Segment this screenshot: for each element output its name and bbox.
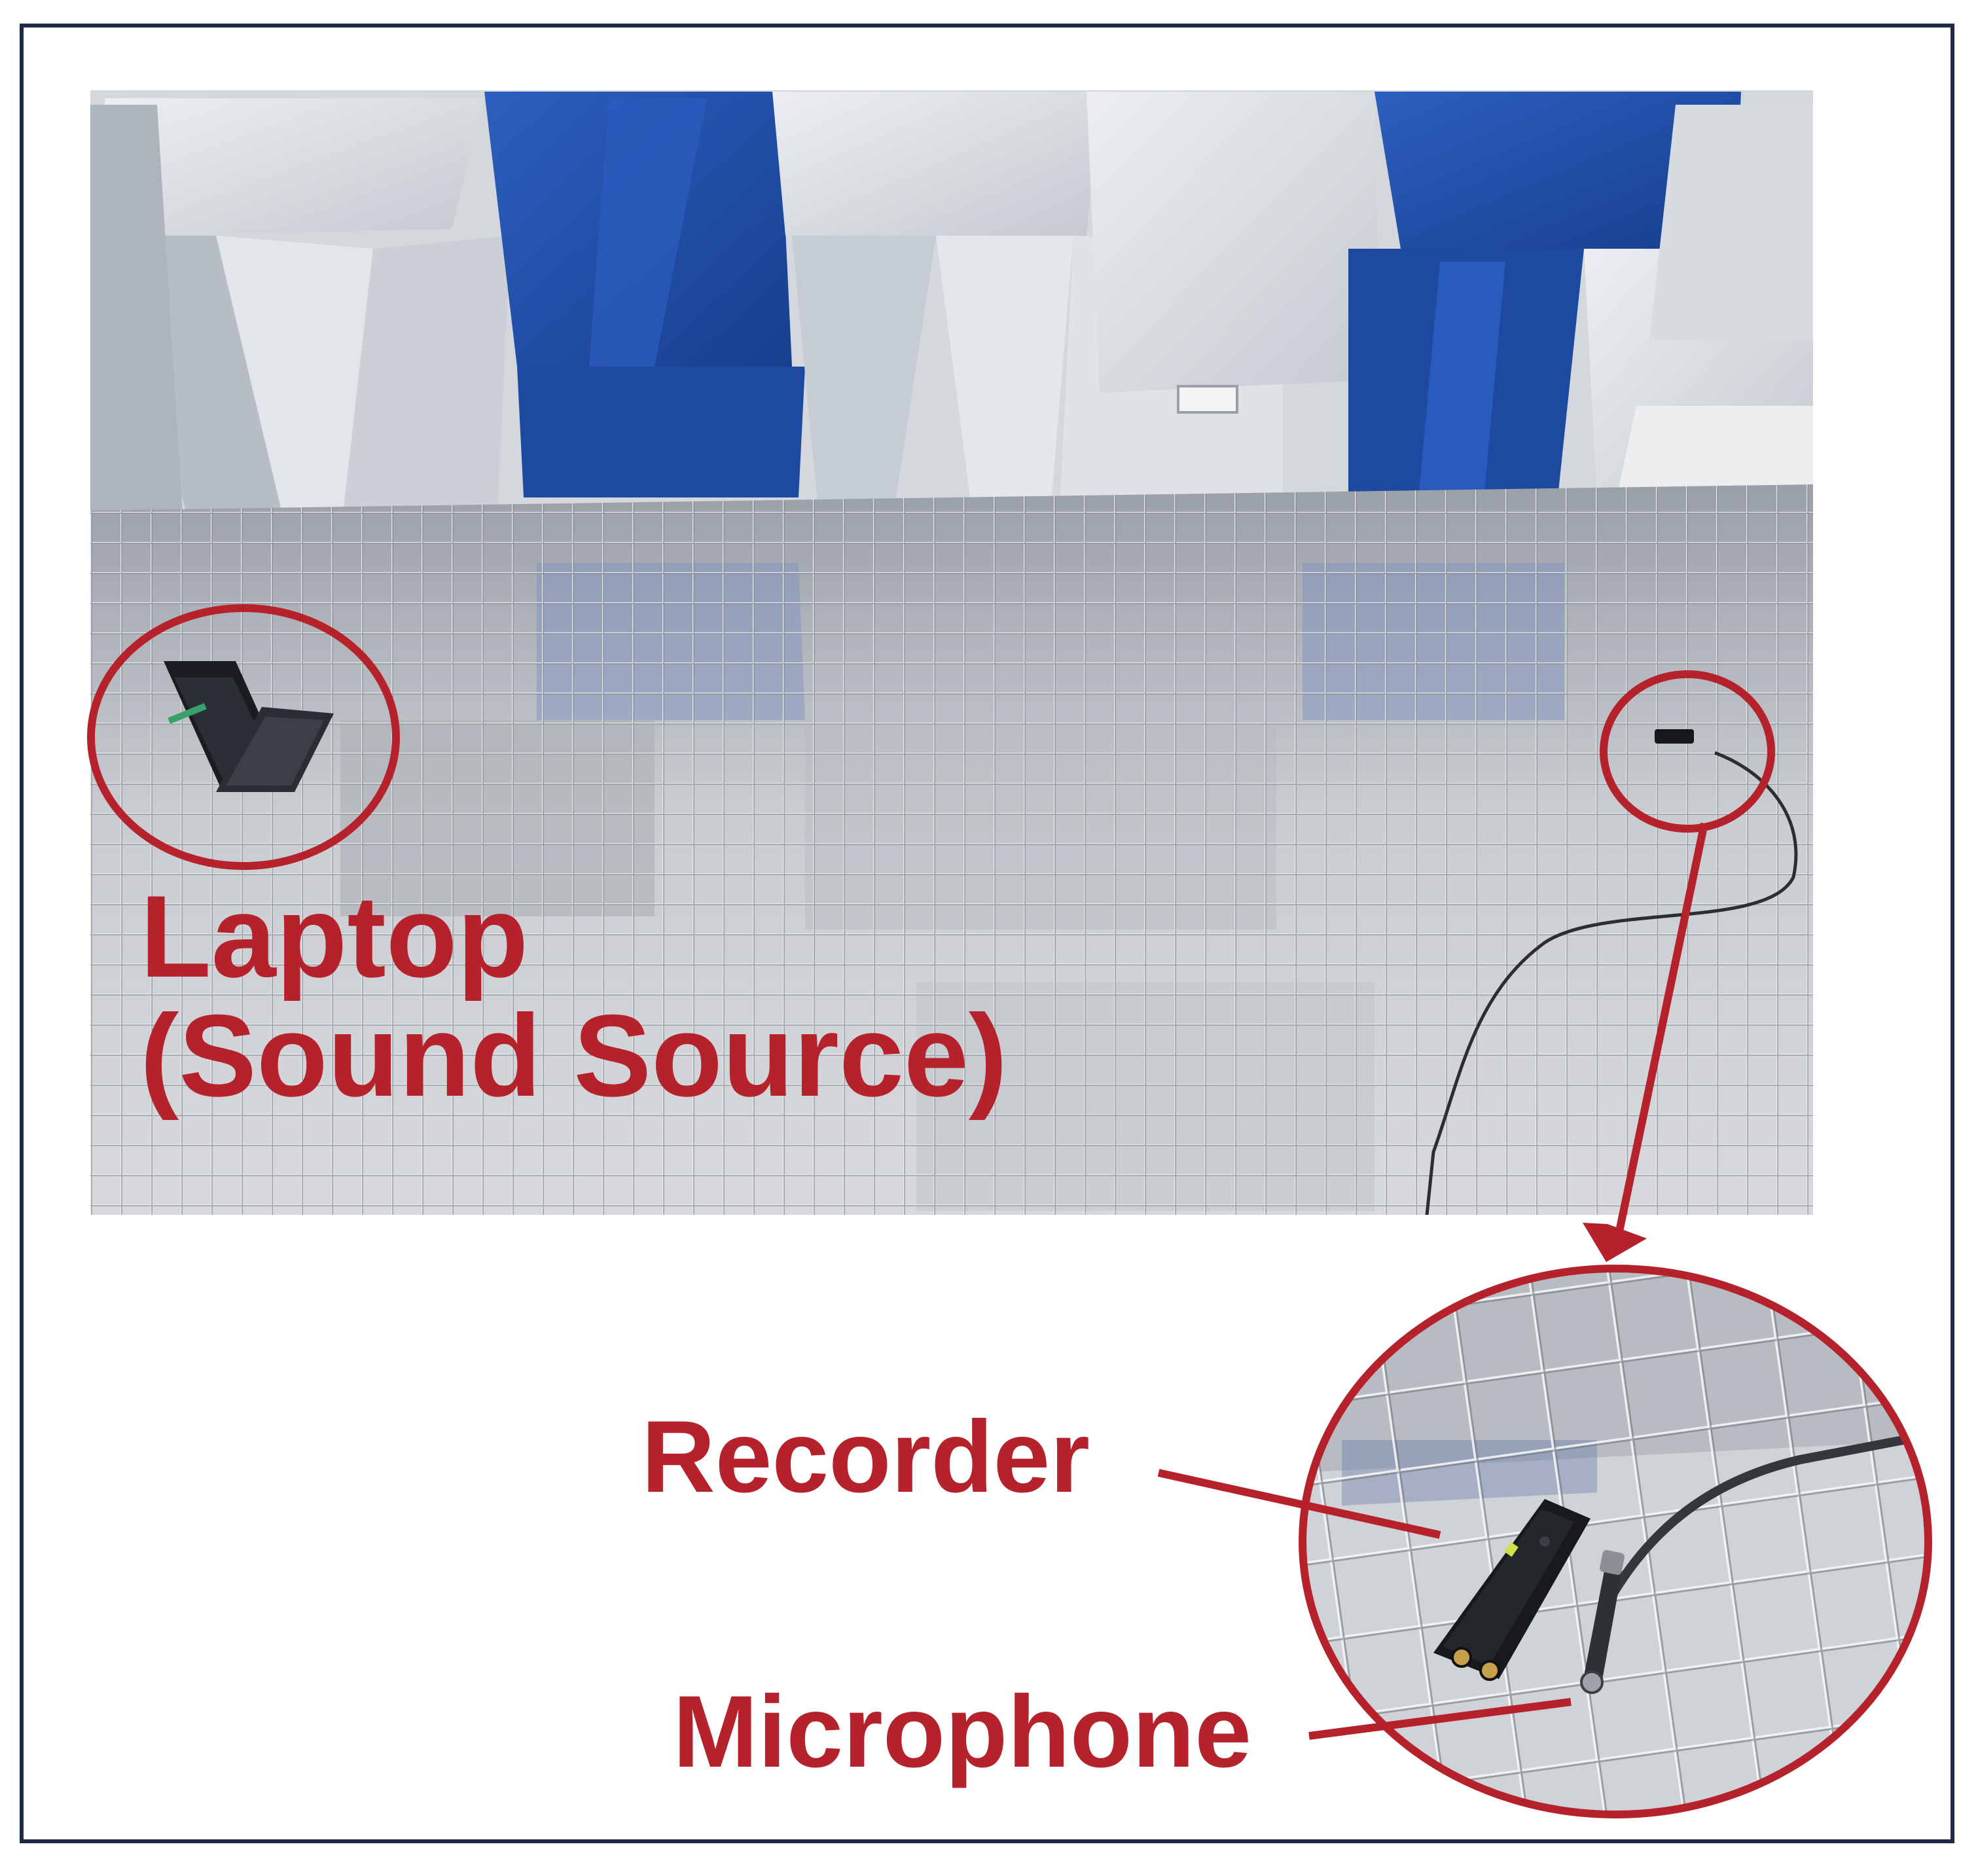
laptop-callout-circle [87, 604, 400, 870]
zoom-pointer-arrowhead [1583, 1223, 1647, 1262]
recorder-label: Recorder [641, 1400, 1090, 1514]
wire-mesh-floor [90, 484, 1813, 1215]
microphone-leader-line [1308, 1698, 1572, 1740]
chamber-photo [90, 90, 1813, 1215]
laptop-label: Laptop (Sound Source) [140, 877, 1007, 1115]
recorder-callout-circle [1600, 670, 1775, 833]
zoom-pointer-line [1613, 822, 1708, 1245]
laptop-label-line1: Laptop [140, 871, 529, 1001]
wedge-absorber-wall [90, 90, 1813, 569]
recorder-zoom-icon [1433, 1499, 1591, 1681]
zoom-inset-circle [1299, 1265, 1932, 1818]
recorder-icon [1655, 729, 1694, 744]
laptop-label-line2: (Sound Source) [140, 990, 1008, 1121]
microphone-zoom-icon [1580, 1549, 1625, 1694]
laptop-icon [164, 661, 334, 792]
microphone-label: Microphone [673, 1675, 1251, 1789]
recorder-leader-line [1157, 1469, 1441, 1539]
